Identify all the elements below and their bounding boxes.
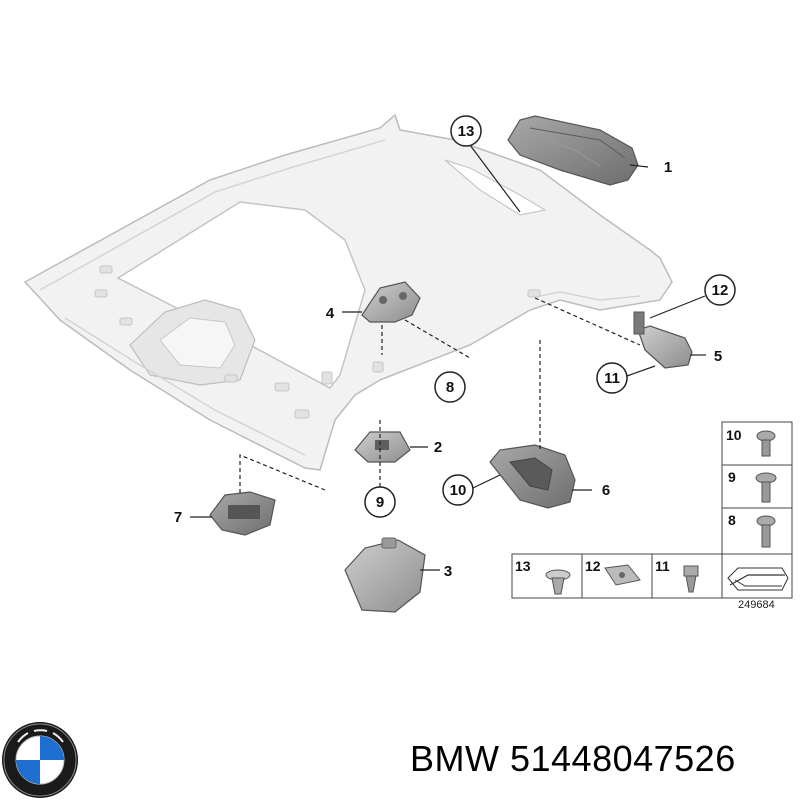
part-3-cover bbox=[344, 537, 426, 613]
callout-3: 3 bbox=[444, 563, 452, 580]
fastener-table: 10 9 8 13 12 11 bbox=[511, 421, 793, 599]
callout-13: 13 bbox=[458, 123, 475, 140]
callout-8: 8 bbox=[446, 379, 454, 396]
callout-10: 10 bbox=[450, 482, 467, 499]
callout-6: 6 bbox=[602, 482, 610, 499]
part-number-caption: BMW 51448047526 bbox=[410, 738, 736, 779]
nut-12-icon bbox=[604, 564, 641, 586]
screw-8-icon bbox=[756, 515, 776, 548]
part-1-trim bbox=[507, 115, 639, 186]
headliner-panel bbox=[23, 113, 673, 471]
table-cell-13: 13 bbox=[515, 558, 531, 574]
callout-7: 7 bbox=[174, 509, 182, 526]
callout-2: 2 bbox=[434, 439, 442, 456]
screw-9-icon bbox=[755, 472, 777, 503]
bmw-logo-icon bbox=[2, 722, 78, 798]
clip-13-icon bbox=[545, 569, 571, 595]
table-cell-8: 8 bbox=[728, 512, 736, 528]
table-cell-12: 12 bbox=[585, 558, 601, 574]
callout-9: 9 bbox=[376, 494, 384, 511]
table-cell-9: 9 bbox=[728, 469, 736, 485]
screw-10-icon bbox=[756, 430, 776, 457]
part-2-bracket bbox=[354, 431, 411, 463]
grommet-11-icon bbox=[683, 565, 699, 593]
callout-5: 5 bbox=[714, 348, 722, 365]
part-4-bracket bbox=[361, 281, 421, 323]
callout-12: 12 bbox=[712, 282, 729, 299]
callout-4: 4 bbox=[326, 305, 335, 322]
callout-1: 1 bbox=[664, 159, 672, 176]
table-cell-11: 11 bbox=[655, 558, 670, 574]
part-5-bracket bbox=[633, 311, 693, 369]
leader-lines bbox=[190, 144, 706, 571]
direction-arrow-icon bbox=[727, 567, 789, 591]
part-7-reading-light bbox=[209, 491, 276, 536]
table-cell-10: 10 bbox=[726, 427, 742, 443]
diagram-number: 249684 bbox=[738, 599, 775, 611]
part-6-grab-handle bbox=[489, 444, 576, 509]
callout-11: 11 bbox=[604, 370, 620, 387]
